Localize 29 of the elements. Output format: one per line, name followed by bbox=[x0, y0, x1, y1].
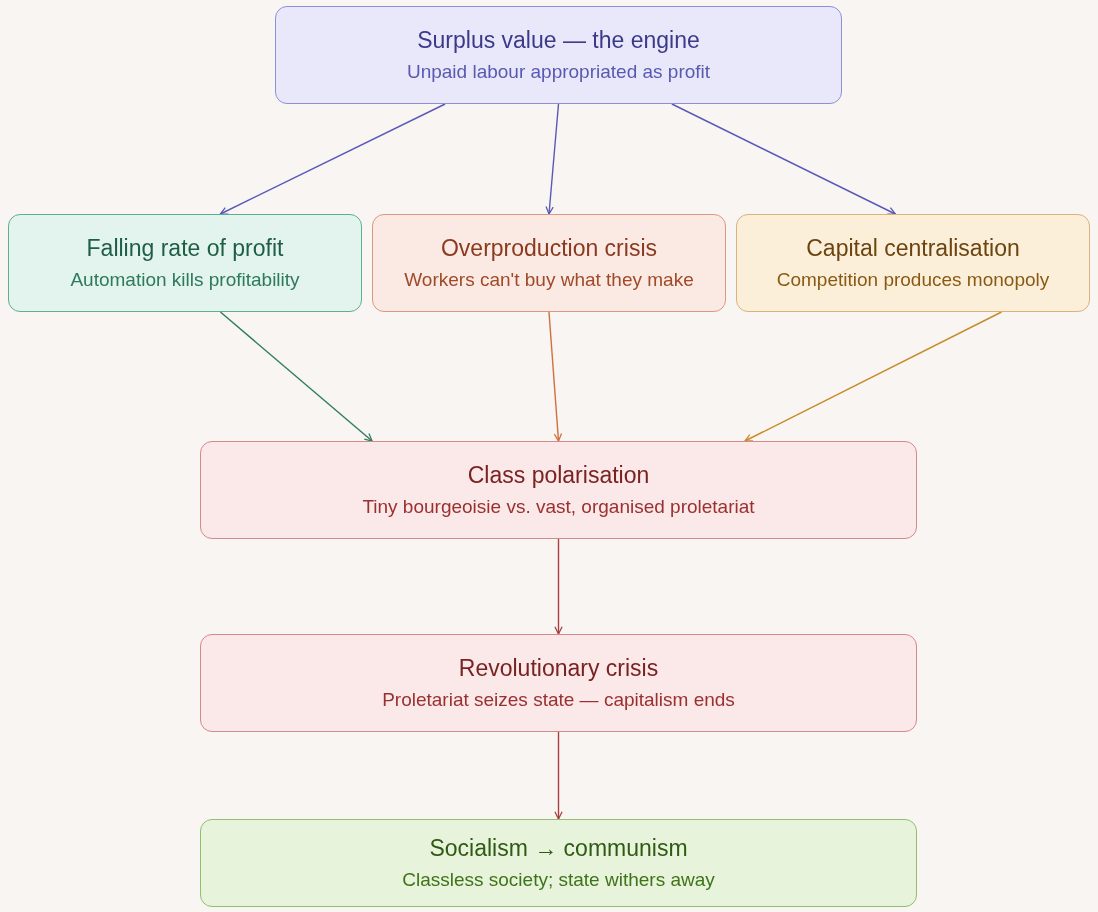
box-title: Revolutionary crisis bbox=[458, 654, 659, 682]
box-title: Socialism → communism bbox=[429, 834, 688, 862]
box-subtitle: Competition produces monopoly bbox=[776, 269, 1050, 292]
arrow bbox=[744, 311, 1003, 442]
box-subtitle: Workers can't buy what they make bbox=[404, 269, 694, 292]
box-title: Surplus value — the engine bbox=[417, 26, 700, 54]
box-title: Class polarisation bbox=[467, 461, 650, 489]
process-box bbox=[8, 214, 362, 312]
box-title: Overproduction crisis bbox=[441, 234, 657, 262]
box-subtitle: Proletariat seizes state — capitalism ends bbox=[382, 689, 735, 712]
arrow bbox=[219, 311, 373, 442]
arrow bbox=[548, 311, 563, 442]
arrow bbox=[219, 103, 446, 215]
process-box bbox=[372, 214, 726, 312]
arrow bbox=[554, 538, 563, 635]
box-title: Capital centralisation bbox=[806, 234, 1020, 262]
process-box bbox=[736, 214, 1090, 312]
box-subtitle: Unpaid labour appropriated as profit bbox=[406, 61, 711, 84]
box-subtitle: Classless society; state withers away bbox=[402, 869, 715, 892]
process-box bbox=[200, 441, 917, 539]
process-box bbox=[200, 634, 917, 732]
process-box bbox=[200, 819, 917, 907]
process-box bbox=[275, 6, 842, 104]
arrow bbox=[545, 103, 560, 215]
box-subtitle: Automation kills profitability bbox=[70, 269, 300, 292]
arrow bbox=[671, 103, 896, 215]
box-subtitle: Tiny bourgeoisie vs. vast, organised proletariat bbox=[362, 496, 755, 519]
box-title: Falling rate of profit bbox=[86, 234, 284, 262]
arrow bbox=[554, 731, 563, 820]
